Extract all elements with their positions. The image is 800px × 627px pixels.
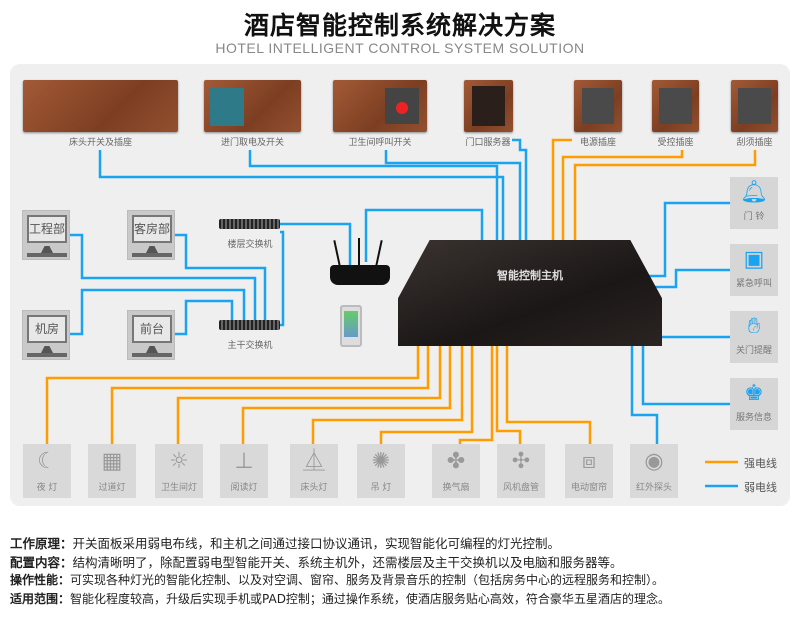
emergency-call-icon: ▣ [743, 247, 765, 272]
device-label: 阅读灯 [230, 483, 258, 493]
door-server-panel [464, 80, 513, 132]
service-info-device: ♚ 服务信息 [730, 378, 778, 430]
reading-light-device: ⊥ 阅读灯 [220, 444, 268, 498]
weak-current-wires [70, 138, 738, 488]
computer-label: 前台 [132, 315, 172, 343]
device-label: 紧急呼叫 [735, 279, 772, 289]
reading-light-icon: ⊥ [234, 449, 254, 474]
corridor-light-device: ▦ 过道灯 [88, 444, 136, 498]
computer-front-desk: 前台 [127, 310, 175, 360]
curtain-icon: ⧈ [582, 449, 596, 474]
door-close-reminder-device: ✋︎ 关门提醒 [730, 311, 778, 363]
hand-icon: ✋︎ [747, 314, 761, 339]
panel-label: 门口服务器 [465, 138, 511, 148]
description-key: 适用范围： [10, 592, 71, 606]
page-title: 酒店智能控制系统解决方案 [243, 11, 556, 40]
description-key: 配置内容： [10, 555, 73, 570]
controlled-socket-panel [652, 80, 699, 132]
power-socket-panel [574, 80, 622, 132]
legend-weak: 弱电线 [744, 481, 777, 494]
fan-coil-icon: ✣ [511, 449, 531, 474]
description-line: 配置内容：结构清晰明了，除配置弱电型智能开关、系统主机外，还需楼层及主干交换机以… [10, 552, 623, 571]
emergency-call-device: ▣ 紧急呼叫 [730, 244, 778, 296]
floor-switch [219, 219, 280, 229]
computer-label: 机房 [27, 315, 67, 343]
vent-fan-device: ✤ 换气扇 [432, 444, 480, 498]
device-label: 卫生间灯 [160, 483, 197, 493]
computer-label: 客房部 [132, 215, 172, 243]
device-label: 床头灯 [300, 483, 328, 493]
device-label: 服务信息 [735, 413, 772, 423]
device-label: 换气扇 [442, 483, 470, 493]
panel-label: 刮须插座 [736, 138, 773, 148]
backbone-switch-label: 主干交换机 [227, 341, 273, 351]
night-light-device: ☾ 夜 灯 [23, 444, 71, 498]
shaver-socket-panel [731, 80, 778, 132]
moon-icon: ☾ [37, 449, 57, 474]
panel-label: 受控插座 [657, 138, 694, 148]
floor-switch-label: 楼层交换机 [227, 240, 273, 250]
device-label: 电动窗帘 [570, 483, 607, 493]
device-label: 关门提醒 [735, 346, 772, 356]
device-label: 红外探头 [635, 483, 672, 493]
infrared-sensor-icon: ◉ [644, 449, 664, 474]
chandelier-icon: ✺ [371, 449, 391, 474]
computer-label: 工程部 [27, 215, 67, 243]
waiter-icon: ♚ [744, 381, 764, 406]
bedside-switch-panel [23, 80, 178, 132]
infrared-sensor-device: ◉ 红外探头 [630, 444, 678, 498]
chandelier-device: ✺ 吊 灯 [357, 444, 405, 498]
legend-strong: 强电线 [744, 457, 777, 470]
backbone-switch [219, 320, 280, 330]
description-value: 结构清晰明了，除配置弱电型智能开关、系统主机外，还需楼层及主干交换机以及电脑和服… [72, 555, 623, 570]
computer-engineering: 工程部 [22, 210, 70, 260]
bedside-lamp-device: ⏅ 床头灯 [290, 444, 338, 498]
entry-power-panel [204, 80, 301, 132]
ceiling-light-icon: ☼ [169, 449, 189, 474]
fan-coil-device: ✣ 风机盘管 [497, 444, 545, 498]
bathroom-light-device: ☼ 卫生间灯 [155, 444, 203, 498]
description-value: 智能化程度较高，升级后实现手机或PAD控制；通过操作系统，使酒店服务贴心高效，符… [70, 592, 670, 606]
corridor-light-icon: ▦ [101, 449, 123, 474]
description-key: 操作性能： [10, 573, 71, 587]
panel-label: 进门取电及开关 [220, 138, 284, 148]
description-value: 可实现各种灯光的智能化控制、以及对空调、窗帘、服务及背景音乐的控制（包括房务中心… [70, 573, 665, 587]
computer-housekeeping: 客房部 [127, 210, 175, 260]
description-value: 开关面板采用弱电布线，和主机之间通过接口协议通讯，实现智能化可编程的灯光控制。 [72, 536, 561, 551]
device-label: 吊 灯 [370, 483, 392, 493]
panel-label: 卫生间呼叫开关 [348, 138, 412, 148]
host-label: 智能控制主机 [497, 269, 563, 282]
vent-fan-icon: ✤ [446, 449, 466, 474]
bell-icon: 🔔︎ [740, 180, 768, 205]
description-line: 操作性能：可实现各种灯光的智能化控制、以及对空调、窗帘、服务及背景音乐的控制（包… [10, 571, 664, 588]
description-line: 适用范围：智能化程度较高，升级后实现手机或PAD控制；通过操作系统，使酒店服务贴… [10, 590, 670, 607]
smartphone-icon [340, 305, 362, 347]
doorbell-device: 🔔︎ 门 铃 [730, 177, 778, 229]
description-key: 工作原理： [10, 536, 73, 551]
device-label: 夜 灯 [36, 483, 58, 493]
device-label: 门 铃 [743, 212, 765, 222]
panel-label: 电源插座 [579, 138, 616, 148]
description-line: 工作原理：开关面板采用弱电布线，和主机之间通过接口协议通讯，实现智能化可编程的灯… [10, 533, 560, 552]
bedside-lamp-icon: ⏅ [302, 449, 325, 474]
electric-curtain-device: ⧈ 电动窗帘 [565, 444, 613, 498]
panel-label: 床头开关及插座 [68, 138, 132, 148]
device-label: 过道灯 [98, 483, 126, 493]
bathroom-call-panel [333, 80, 427, 132]
device-label: 风机盘管 [502, 483, 539, 493]
smart-control-host [398, 240, 662, 346]
router-icon [330, 265, 390, 285]
strong-current-wires [45, 138, 757, 464]
computer-server-room: 机房 [22, 310, 70, 360]
page-subtitle: HOTEL INTELLIGENT CONTROL SYSTEM SOLUTIO… [215, 40, 585, 56]
